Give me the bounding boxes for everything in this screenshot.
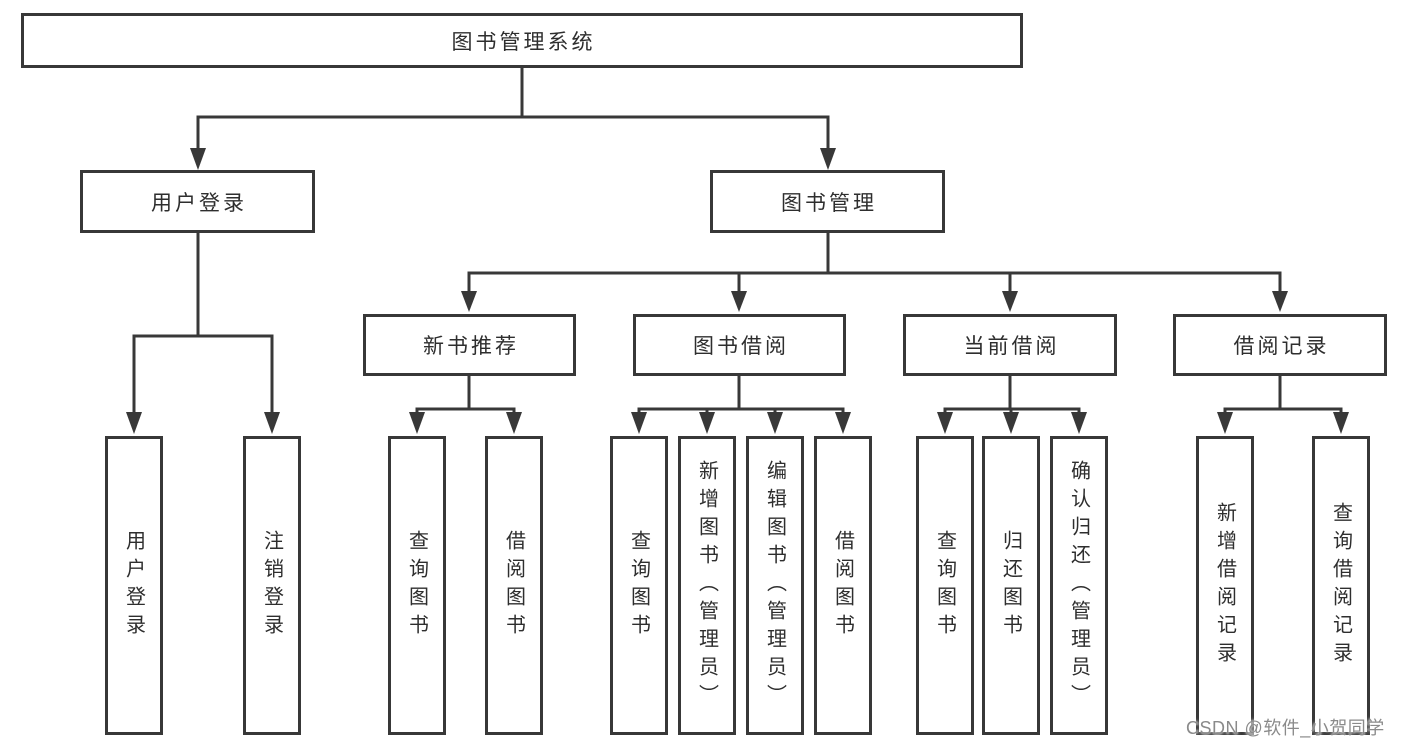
- arrowhead: [409, 412, 425, 434]
- leaf-return-book-label: 归还图书: [999, 529, 1022, 642]
- node-book-borrow: 图书借阅: [633, 314, 846, 376]
- arrowhead: [126, 412, 142, 434]
- leaf-logout-label: 注销登录: [260, 529, 283, 642]
- arrowhead: [264, 412, 280, 434]
- node-root: 图书管理系统: [21, 13, 1023, 68]
- node-current-borrow: 当前借阅: [903, 314, 1117, 376]
- node-book-management: 图书管理: [710, 170, 945, 233]
- arrowhead: [631, 412, 647, 434]
- leaf-query-books-2: 查询图书: [610, 436, 668, 735]
- arrowhead: [820, 148, 836, 170]
- leaf-query-borrow-record-label: 查询借阅记录: [1329, 501, 1352, 670]
- leaf-add-borrow-record: 新增借阅记录: [1196, 436, 1254, 735]
- leaf-query-books-2-label: 查询图书: [627, 529, 650, 642]
- leaf-logout: 注销登录: [243, 436, 301, 735]
- leaf-borrow-books-1-label: 借阅图书: [502, 529, 525, 642]
- arrowheads: [126, 148, 1349, 434]
- arrowhead: [1272, 291, 1288, 312]
- arrowhead: [506, 412, 522, 434]
- arrowhead: [1333, 412, 1349, 434]
- arrowhead: [1071, 412, 1087, 434]
- leaf-edit-book-admin-label: 编辑图书（管理员）: [763, 459, 786, 712]
- node-current-borrow-label: 当前借阅: [963, 335, 1060, 358]
- leaf-query-books-1-label: 查询图书: [405, 529, 428, 642]
- leaf-query-books-3: 查询图书: [916, 436, 974, 735]
- leaf-return-book: 归还图书: [982, 436, 1040, 735]
- arrowhead: [1217, 412, 1233, 434]
- leaf-add-book-admin-label: 新增图书（管理员）: [695, 459, 718, 712]
- leaf-query-borrow-record: 查询借阅记录: [1312, 436, 1370, 735]
- arrowhead: [1002, 291, 1018, 312]
- leaf-confirm-return-admin: 确认归还（管理员）: [1050, 436, 1108, 735]
- leaf-add-borrow-record-label: 新增借阅记录: [1213, 501, 1236, 670]
- csdn-watermark: CSDN @软件_小贺同学: [1186, 718, 1385, 738]
- leaf-query-books-1: 查询图书: [388, 436, 446, 735]
- node-user-login: 用户登录: [80, 170, 315, 233]
- leaf-user-login-label: 用户登录: [122, 529, 145, 642]
- arrowhead: [731, 291, 747, 312]
- arrowhead: [835, 412, 851, 434]
- leaf-borrow-books-2-label: 借阅图书: [831, 529, 854, 642]
- node-borrow-records-label: 借阅记录: [1233, 335, 1330, 358]
- node-book-borrow-label: 图书借阅: [693, 335, 789, 358]
- node-book-management-label: 图书管理: [781, 191, 877, 215]
- node-user-login-label: 用户登录: [151, 191, 247, 215]
- leaf-edit-book-admin: 编辑图书（管理员）: [746, 436, 804, 735]
- arrowhead: [1003, 412, 1019, 434]
- arrowhead: [190, 148, 206, 170]
- leaf-user-login: 用户登录: [105, 436, 163, 735]
- node-borrow-records: 借阅记录: [1173, 314, 1387, 376]
- node-new-book-recommend: 新书推荐: [363, 314, 576, 376]
- leaf-borrow-books-1: 借阅图书: [485, 436, 543, 735]
- arrowhead: [461, 291, 477, 312]
- node-root-label: 图书管理系统: [451, 30, 596, 54]
- arrowhead: [937, 412, 953, 434]
- leaf-add-book-admin: 新增图书（管理员）: [678, 436, 736, 735]
- leaf-borrow-books-2: 借阅图书: [814, 436, 872, 735]
- leaf-query-books-3-label: 查询图书: [933, 529, 956, 642]
- arrowhead: [767, 412, 783, 434]
- node-new-book-recommend-label: 新书推荐: [423, 335, 519, 358]
- arrowhead: [699, 412, 715, 434]
- leaf-confirm-return-admin-label: 确认归还（管理员）: [1067, 459, 1090, 712]
